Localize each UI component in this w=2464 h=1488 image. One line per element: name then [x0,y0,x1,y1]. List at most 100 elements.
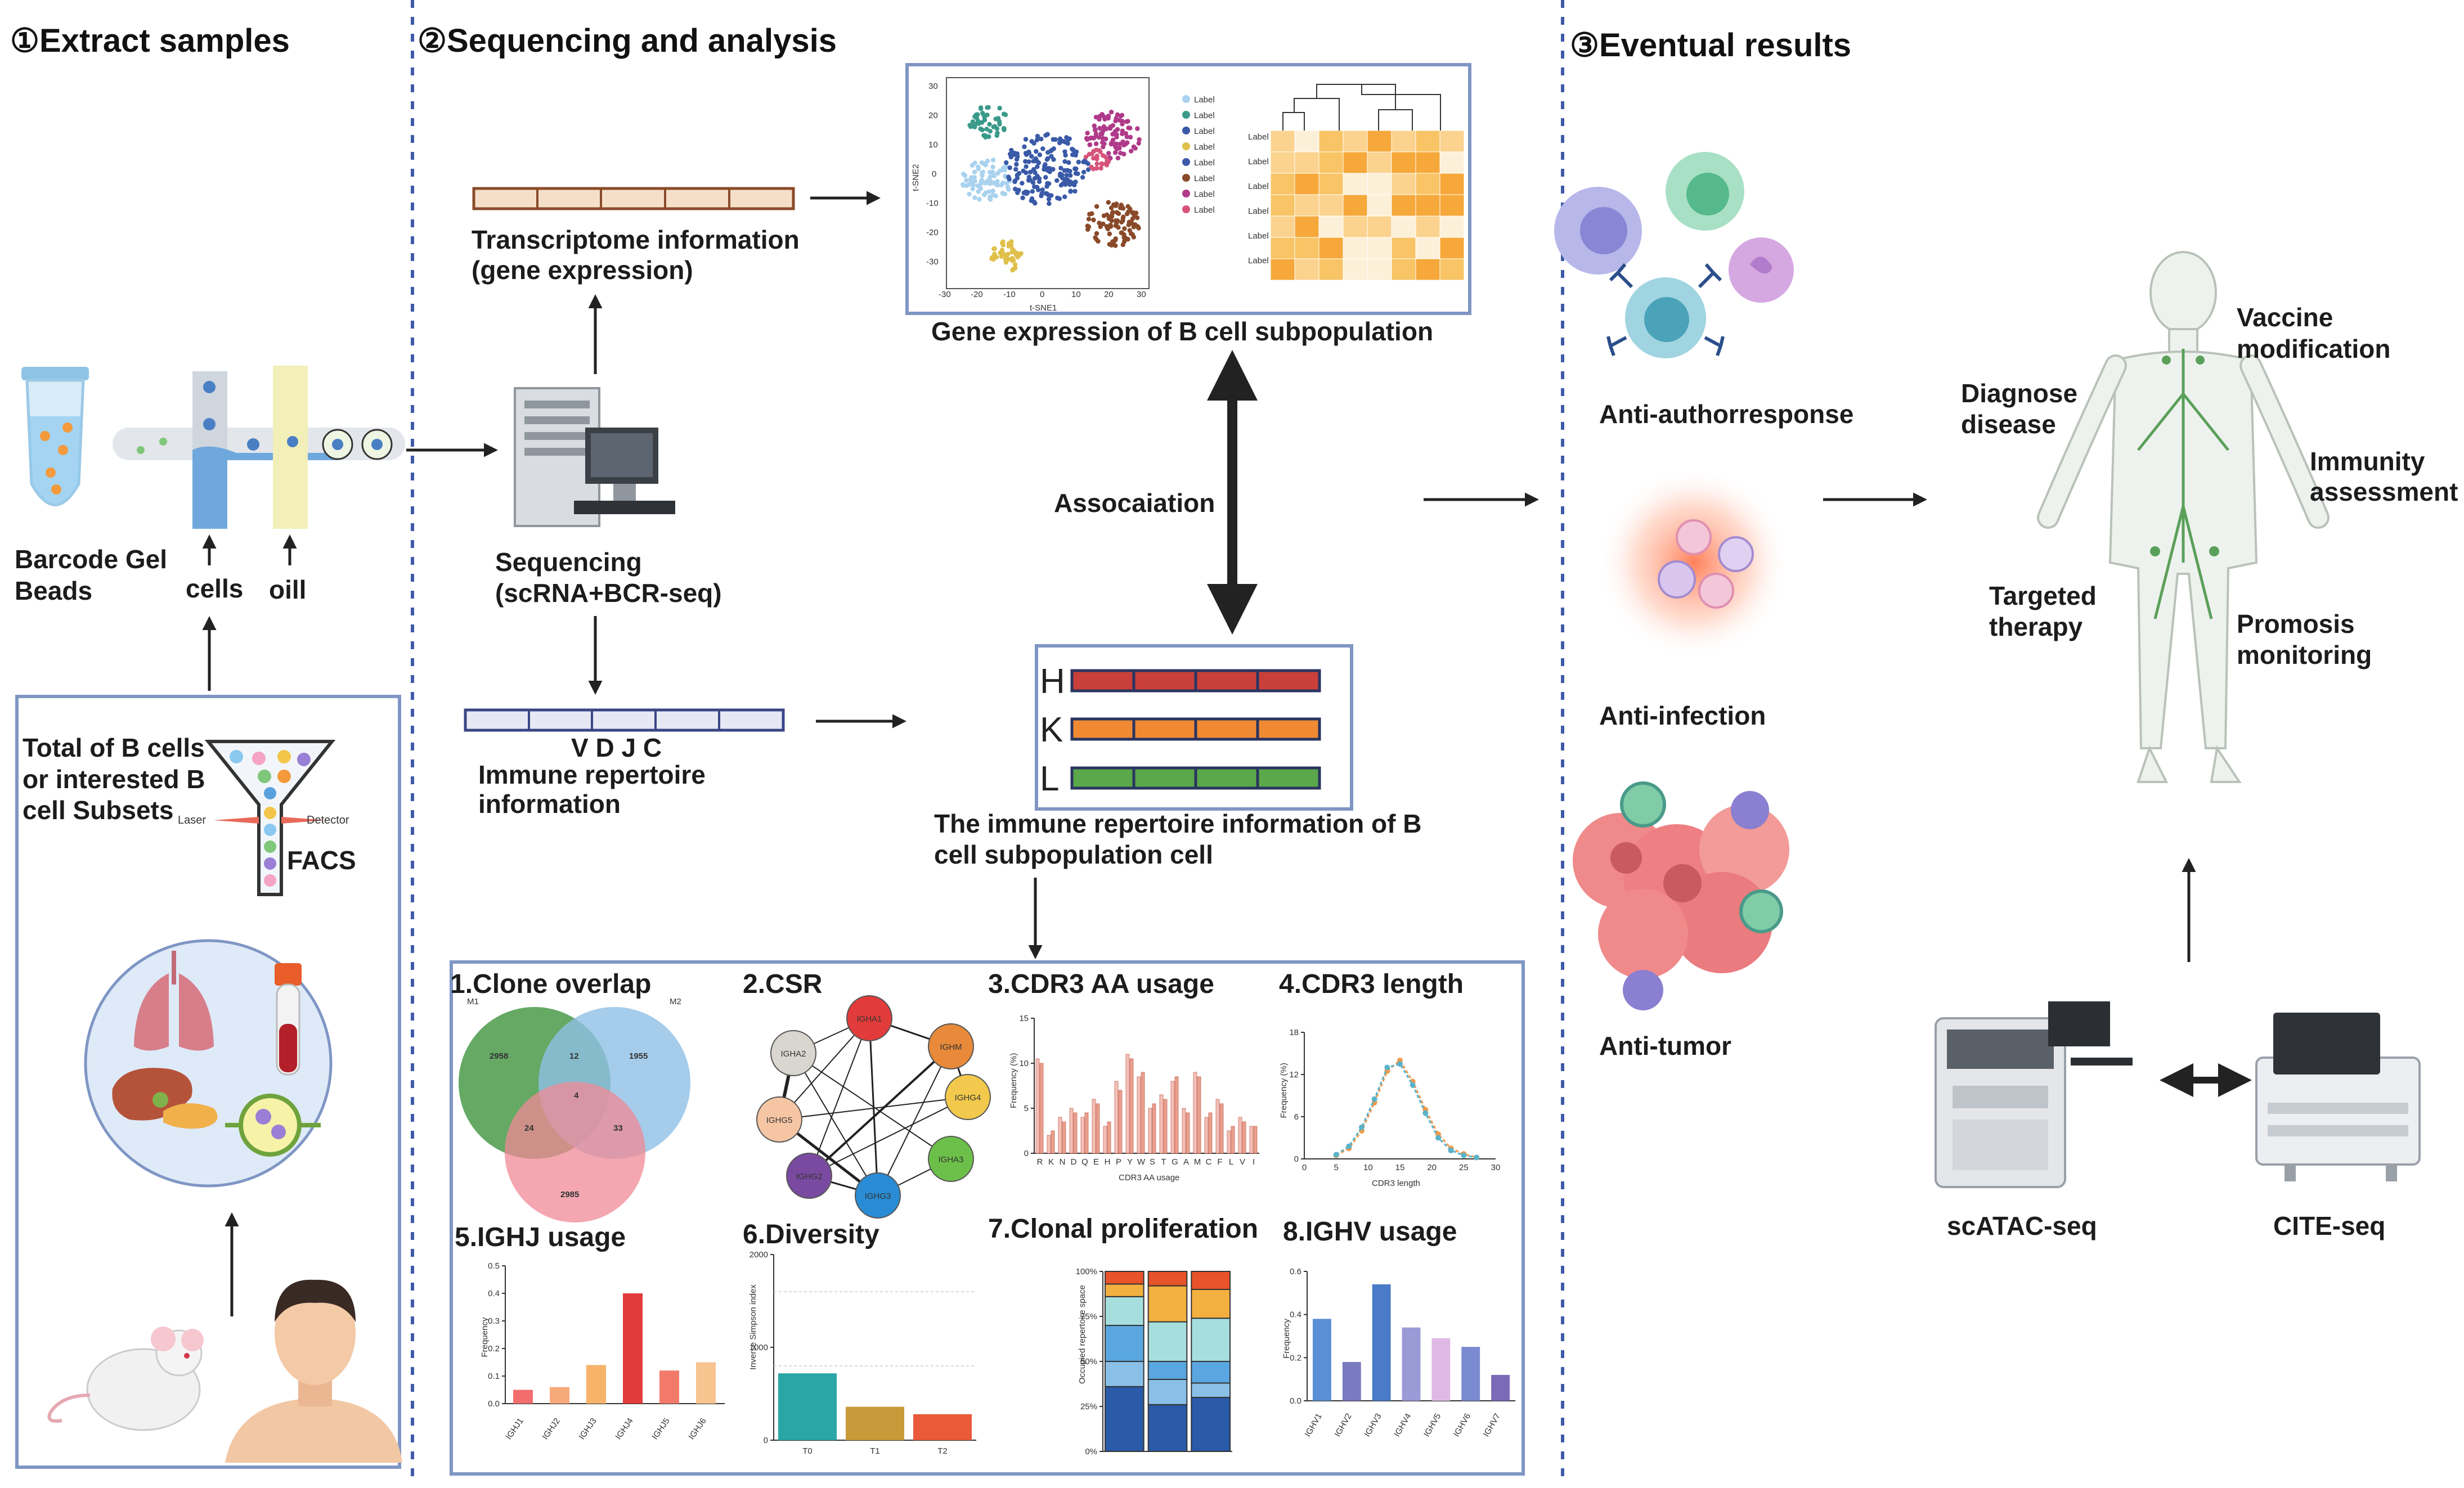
y-tick-label: 0 [1294,1154,1299,1164]
tsne-point [1000,191,1005,196]
tsne-point [1107,242,1112,247]
section-header-2: ②Sequencing and analysis [418,23,837,59]
x-tick-label: Q [1081,1157,1088,1167]
scatac-instrument-icon [1935,1001,2133,1188]
tsne-point [967,191,972,197]
heatmap-cell [1439,237,1465,259]
bar [550,1387,569,1404]
tsne-point [1027,169,1033,175]
tsne-ytick: -20 [926,228,939,237]
laser-label: Laser [178,814,206,826]
bar [1062,1121,1066,1154]
tsne-point [1036,176,1042,181]
y-tick-label: 25% [1080,1402,1097,1411]
blood-tube-icon [275,963,302,1076]
promosis-label-line2: monitoring [2237,640,2372,669]
gel-beads-label-line2: Beads [15,576,92,605]
tsne-point [1043,175,1048,180]
stacked-bar-segment [1105,1386,1145,1453]
tsne-point [988,174,993,179]
tsne-point [993,194,998,199]
ighv-title: 8.IGHV usage [1283,1217,1457,1247]
bar [1051,1130,1055,1154]
tsne-point [1034,185,1040,190]
heatmap-cell [1439,173,1465,195]
bar [1242,1121,1246,1154]
heatmap-cell [1415,130,1440,152]
bar [1193,1072,1197,1154]
bar [1080,1117,1085,1154]
tsne-point [1054,178,1060,183]
tsne-point [1091,217,1096,223]
tsne-point [1057,196,1062,201]
x-tick-label: K [1048,1157,1054,1167]
csr-edge [877,1046,952,1196]
heatmap-cell [1367,173,1392,195]
tsne-point [1130,232,1135,237]
y-tick-label: 75% [1080,1312,1097,1321]
tsne-point [1033,156,1038,161]
bar [1092,1099,1096,1154]
tsne-legend-dot [1182,95,1190,103]
chain-l-label: L [1040,759,1059,798]
csr-node-label: IGHG4 [955,1093,981,1103]
tsne-point [1035,164,1040,169]
heatmap-cell [1367,151,1392,174]
tsne-point [1032,176,1038,181]
anti-infection-label: Anti-infection [1599,701,1766,730]
x-tick-label: A [1183,1157,1189,1167]
x-tick-label: L [1229,1157,1233,1167]
x-tick-label: T1 [870,1446,880,1456]
tsne-point [1058,171,1063,177]
tsne-point [1006,174,1011,179]
tsne-legend-label: Label [1194,95,1215,105]
heatmap-cell [1294,194,1319,217]
x-tick-label: 0 [1302,1163,1307,1172]
tsne-point [990,158,996,163]
tsne-point [968,177,973,182]
tsne-point [1047,166,1052,171]
bar [1058,1117,1062,1154]
tsne-point [1132,213,1137,218]
tsne-point [1115,155,1121,161]
tsne-point [1085,223,1090,228]
tsne-point [1135,126,1140,131]
tsne-point [1039,191,1044,196]
csr-edge [868,1018,879,1196]
tsne-point [1114,116,1119,121]
vaccine-label-line2: modification [2237,334,2390,363]
tsne-point [1093,141,1099,146]
tsne-xtick: -20 [971,290,983,299]
tsne-point [964,178,969,183]
tsne-point [1108,124,1113,129]
tsne-point [1120,128,1125,133]
stacked-bar-segment [1147,1271,1188,1287]
y-tick-label: 0.5 [488,1261,500,1271]
tsne-point [961,172,966,177]
stacked-bar-segment [1191,1289,1231,1319]
tsne-point [1101,136,1106,141]
heatmap-cell [1318,194,1344,217]
repertoire-title-line1: The immune repertoire information of B [934,809,1421,838]
tsne-point [1099,131,1105,137]
stacked-bar-segment [1147,1379,1188,1405]
bar [1148,1108,1152,1154]
total-b-label-line2: or interested B [23,765,205,794]
tsne-point [1014,161,1019,167]
gene-expression-title: Gene expression of B cell subpopulation [931,317,1433,346]
y-axis-label: Inverse Simpson index [748,1284,758,1370]
tsne-ytick: -10 [926,199,939,208]
tsne-xtick: 0 [1040,290,1044,299]
tsne-point [991,246,997,251]
stacked-bar-segment [1191,1318,1231,1362]
tsne-point [985,113,990,118]
heatmap-cell [1343,130,1368,152]
bar [1431,1338,1451,1401]
cite-instrument-icon [2255,1013,2421,1181]
tsne-xtick: -30 [939,290,951,299]
tsne-point [1026,149,1031,155]
bar [1372,1284,1391,1401]
